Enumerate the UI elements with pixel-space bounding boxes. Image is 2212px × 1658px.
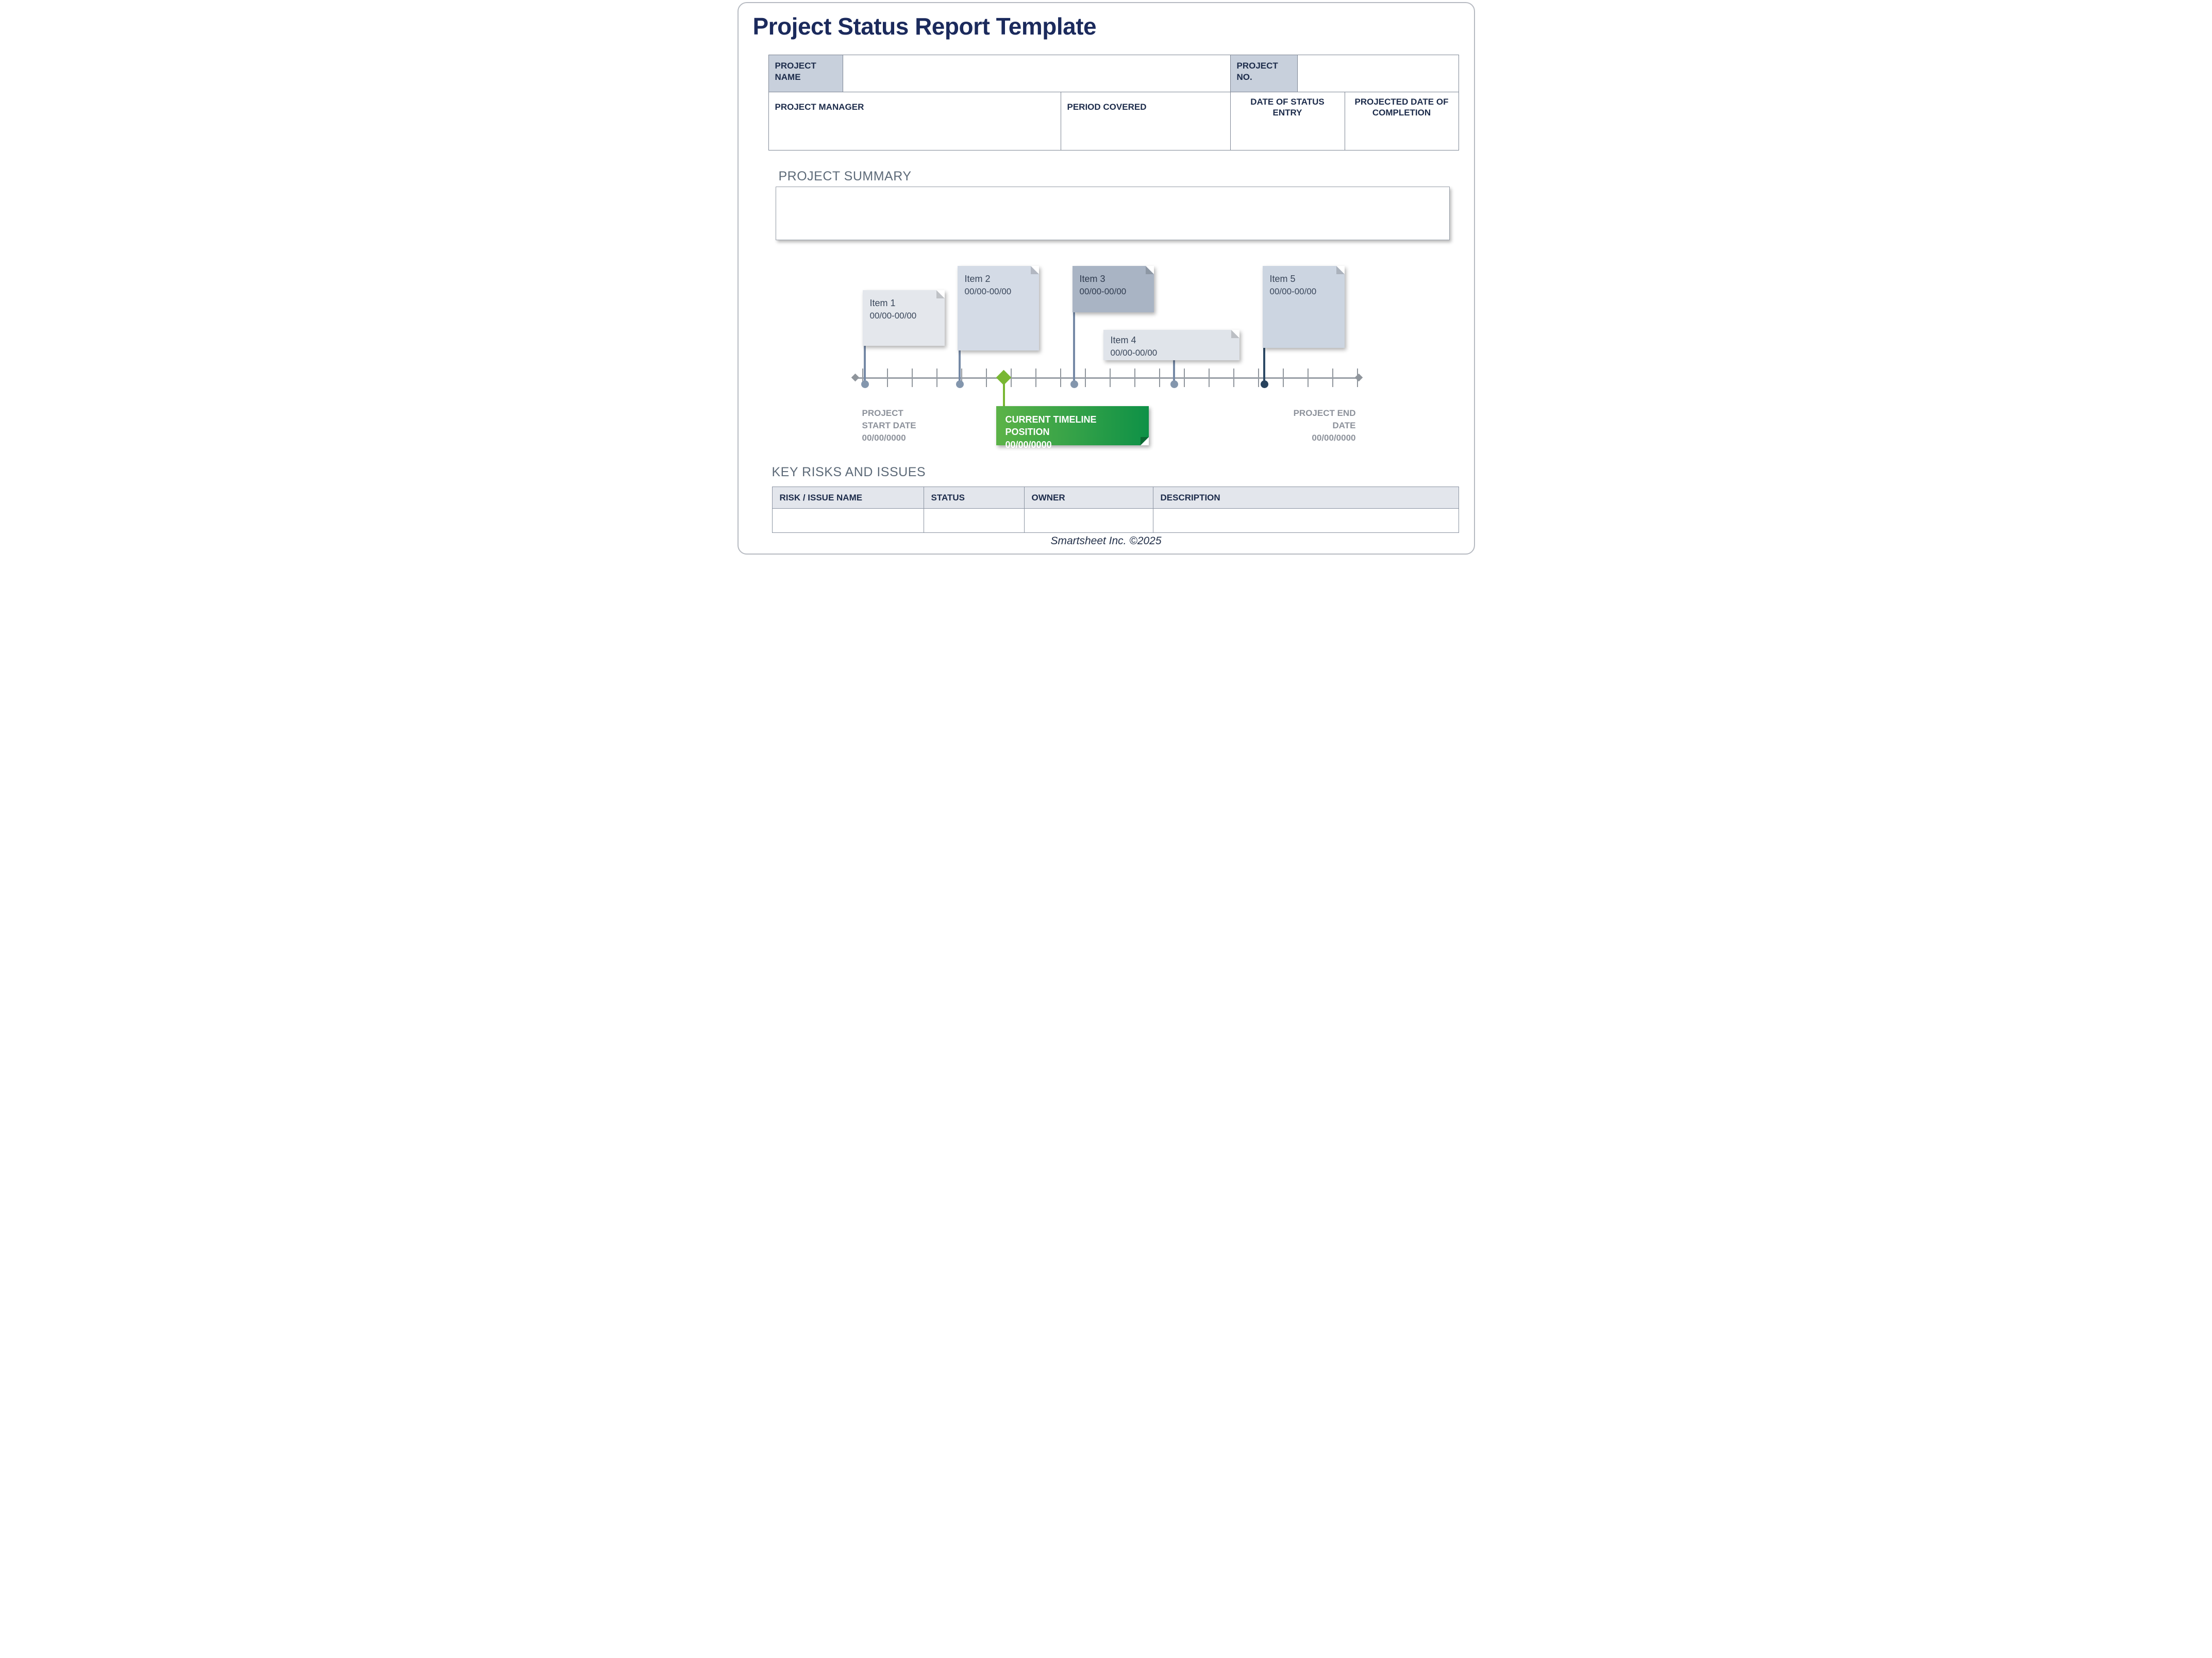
end-label-text: PROJECT END DATE <box>1293 408 1356 430</box>
project-no-header: PROJECT NO. <box>1230 55 1298 92</box>
project-end-date-label: PROJECT END DATE 00/00/0000 <box>1284 407 1356 444</box>
note-connector-line <box>1073 311 1075 385</box>
note-connector-line <box>958 349 961 385</box>
risks-table: RISK / ISSUE NAME STATUS OWNER DESCRIPTI… <box>772 487 1459 533</box>
milestone-dot <box>956 380 964 388</box>
note-dates: 00/00-00/00 <box>1110 348 1158 358</box>
note-dates: 00/00-00/00 <box>1079 287 1127 297</box>
summary-input[interactable] <box>775 187 1450 240</box>
project-no-input[interactable] <box>1297 55 1459 92</box>
date-status-entry-input[interactable] <box>1230 121 1345 150</box>
project-name-header: PROJECT NAME <box>768 55 843 92</box>
summary-heading: PROJECT SUMMARY <box>778 169 912 183</box>
current-position-label: CURRENT TIMELINE POSITION <box>1005 414 1097 438</box>
risk-owner-input[interactable] <box>1025 509 1153 532</box>
risk-description-header: DESCRIPTION <box>1153 487 1459 509</box>
project-manager-input[interactable] <box>768 121 1061 150</box>
note-label: Item 5 <box>1269 274 1296 284</box>
timeline-note-4[interactable]: Item 4 00/00-00/00 <box>1103 330 1239 360</box>
milestone-dot <box>1170 380 1178 388</box>
timeline-note-2[interactable]: Item 2 00/00-00/00 <box>957 266 1039 350</box>
milestone-dot <box>1070 380 1078 388</box>
date-status-entry-header: DATE OF STATUS ENTRY <box>1230 92 1345 123</box>
note-connector-line <box>1263 347 1265 385</box>
milestone-dot <box>861 380 869 388</box>
end-date-value: 00/00/0000 <box>1312 432 1356 443</box>
note-dates: 00/00-00/00 <box>1269 287 1317 297</box>
note-label: Item 4 <box>1110 335 1136 345</box>
note-label: Item 3 <box>1079 274 1105 284</box>
risks-header-row: RISK / ISSUE NAME STATUS OWNER DESCRIPTI… <box>772 487 1459 509</box>
projected-completion-input[interactable] <box>1345 121 1459 150</box>
current-position-date: 00/00/0000 <box>1005 439 1052 450</box>
timeline-start-diamond-icon <box>851 373 859 382</box>
project-manager-header: PROJECT MANAGER <box>768 92 1061 123</box>
timeline-note-3[interactable]: Item 3 00/00-00/00 <box>1072 266 1154 312</box>
current-position-connector <box>1002 379 1005 406</box>
current-position-callout[interactable]: CURRENT TIMELINE POSITION 00/00/0000 <box>996 406 1149 450</box>
start-label-text: PROJECT START DATE <box>862 408 916 430</box>
note-label: Item 1 <box>869 298 896 308</box>
report-page: Project Status Report Template PROJECT N… <box>737 2 1475 555</box>
info-row-1: PROJECT NAME PROJECT NO. <box>768 55 1459 92</box>
timeline-note-5[interactable]: Item 5 00/00-00/00 <box>1262 266 1345 348</box>
risks-heading: KEY RISKS AND ISSUES <box>772 465 926 479</box>
info-row-values <box>768 121 1459 150</box>
project-info-table: PROJECT NAME PROJECT NO. PROJECT MANAGER… <box>768 55 1459 150</box>
period-covered-header: PERIOD COVERED <box>1061 92 1231 123</box>
timeline-note-1[interactable]: Item 1 00/00-00/00 <box>862 290 945 346</box>
projected-completion-header: PROJECTED DATE OF COMPLETION <box>1345 92 1459 123</box>
milestone-dot <box>1260 380 1268 388</box>
risks-row <box>773 509 1459 532</box>
risk-description-input[interactable] <box>1153 509 1459 532</box>
timeline-axis <box>855 377 1359 379</box>
project-name-input[interactable] <box>843 55 1231 92</box>
info-row-headers: PROJECT MANAGER PERIOD COVERED DATE OF S… <box>768 92 1459 123</box>
risk-status-header: STATUS <box>924 487 1025 509</box>
risk-name-input[interactable] <box>773 509 924 532</box>
note-dates: 00/00-00/00 <box>869 311 917 321</box>
note-dates: 00/00-00/00 <box>964 287 1012 297</box>
start-date-value: 00/00/0000 <box>862 432 906 443</box>
note-connector-line <box>1172 359 1175 385</box>
risk-name-header: RISK / ISSUE NAME <box>772 487 924 509</box>
note-label: Item 2 <box>964 274 991 284</box>
risk-status-input[interactable] <box>924 509 1025 532</box>
page-title: Project Status Report Template <box>752 13 1097 40</box>
project-start-date-label: PROJECT START DATE 00/00/0000 <box>862 407 923 444</box>
note-connector-line <box>863 345 866 385</box>
footer-credit: Smartsheet Inc. ©2025 <box>1050 535 1162 547</box>
risk-owner-header: OWNER <box>1024 487 1153 509</box>
period-covered-input[interactable] <box>1061 121 1231 150</box>
